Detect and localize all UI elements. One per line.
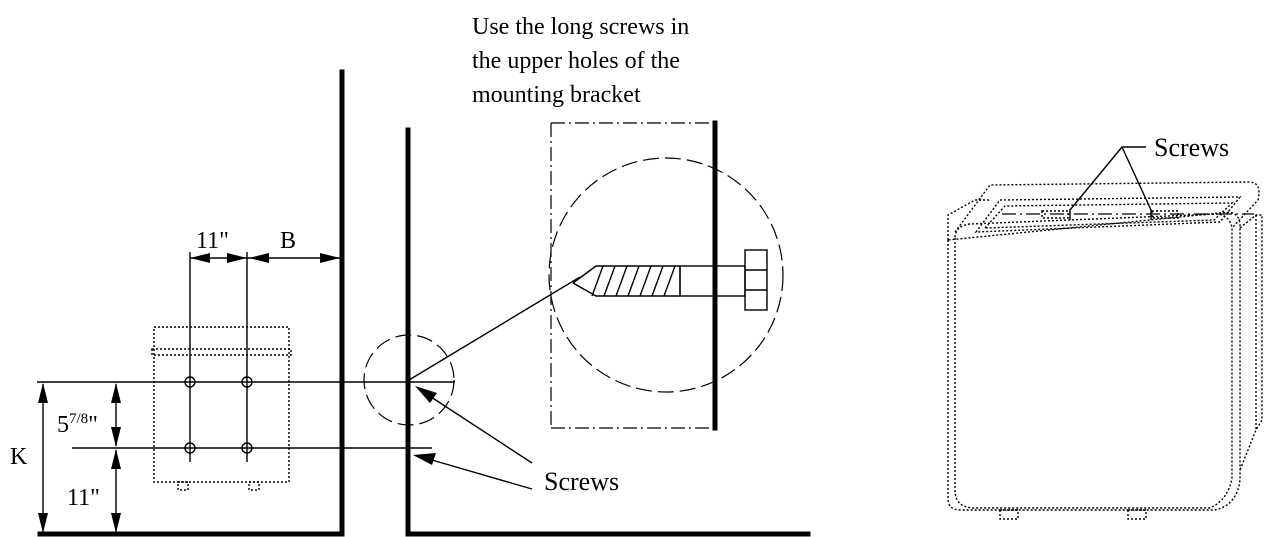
instruction-line-3: mounting bracket [472, 82, 641, 108]
middle-panel-wall-section: Screws Use the long screws in the upper … [363, 14, 811, 537]
dim-k-label: K [10, 444, 28, 470]
heater-body-front [151, 326, 292, 491]
screws-leaders-right [1069, 146, 1152, 211]
dim-5-7-8-label: 57/8" [57, 411, 98, 438]
heater-front-face [954, 213, 1233, 509]
bracket-detail-rect [550, 122, 714, 429]
left-panel-front-view: 11" B K 57/8" 11" [10, 69, 455, 537]
screw-enlarged [572, 249, 768, 311]
screws-label-middle: Screws [544, 467, 619, 496]
dim-b-label: B [280, 228, 296, 254]
dimension-b [247, 253, 340, 263]
detail-small-circle [363, 334, 455, 426]
detail-large-circle [548, 157, 784, 393]
screws-leaders-middle [413, 386, 533, 490]
dim-11-top-label: 11" [196, 228, 229, 254]
dimension-11-vertical [111, 449, 121, 533]
mounting-holes [184, 376, 253, 454]
right-panel-heater-isometric: Screws [947, 133, 1263, 520]
instruction-line-1: Use the long screws in [472, 14, 689, 40]
dimension-5-7-8 [111, 383, 121, 447]
dimension-11-horizontal [190, 253, 247, 263]
rim-screws [1041, 209, 1179, 220]
dim-11-bottom-label: 11" [67, 485, 100, 511]
instruction-line-2: the upper holes of the [472, 48, 680, 74]
dimension-k [38, 383, 48, 533]
screws-label-right: Screws [1154, 133, 1229, 162]
